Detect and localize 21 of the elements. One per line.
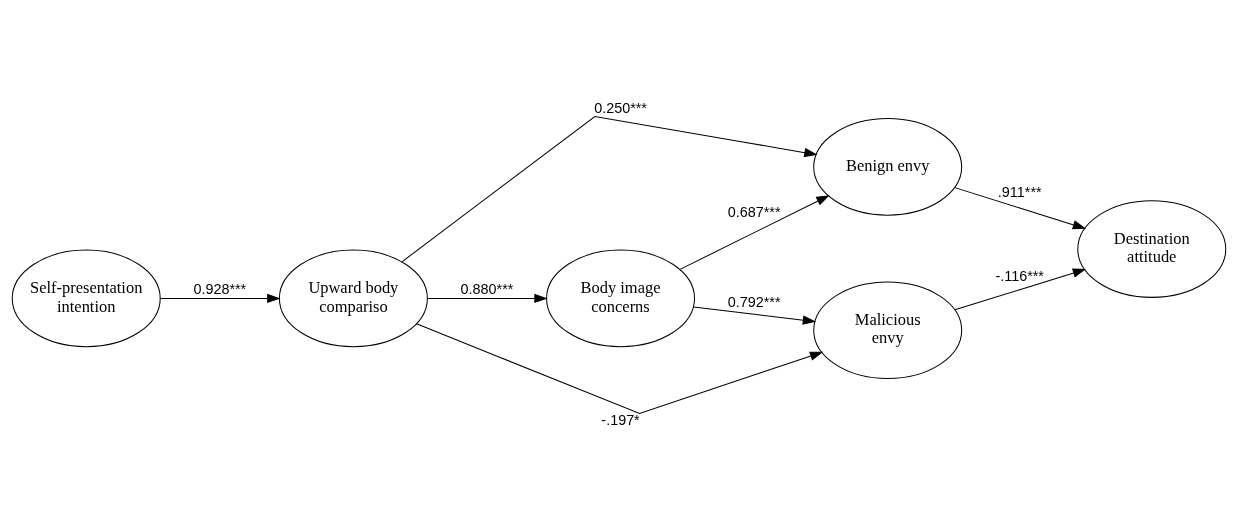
edge-label: 0.928*** xyxy=(193,280,247,297)
edge-label: -.197* xyxy=(601,411,640,428)
edge-label: 0.880*** xyxy=(460,280,514,297)
node-ellipse: Destination attitude xyxy=(1077,199,1227,298)
edge-label: -.116*** xyxy=(995,267,1044,284)
arrow xyxy=(159,293,281,303)
arrow xyxy=(679,194,830,270)
arrow xyxy=(954,186,1087,229)
node-ellipse: Body image concerns xyxy=(546,249,696,347)
arrow xyxy=(427,293,548,303)
arrow xyxy=(693,306,817,325)
edge-label: 0.687*** xyxy=(727,203,781,220)
arrow xyxy=(416,322,824,414)
node-ellipse: Upward body compariso xyxy=(278,249,428,347)
arrow xyxy=(401,115,818,262)
edge-label: 0.250*** xyxy=(594,99,647,116)
node-ellipse: Self-presentation intention xyxy=(11,249,161,347)
arrow xyxy=(954,268,1087,310)
edge-label: 0.792*** xyxy=(727,293,781,310)
node-ellipse: Malicious envy xyxy=(813,280,963,379)
edge-label: .911*** xyxy=(997,183,1042,200)
